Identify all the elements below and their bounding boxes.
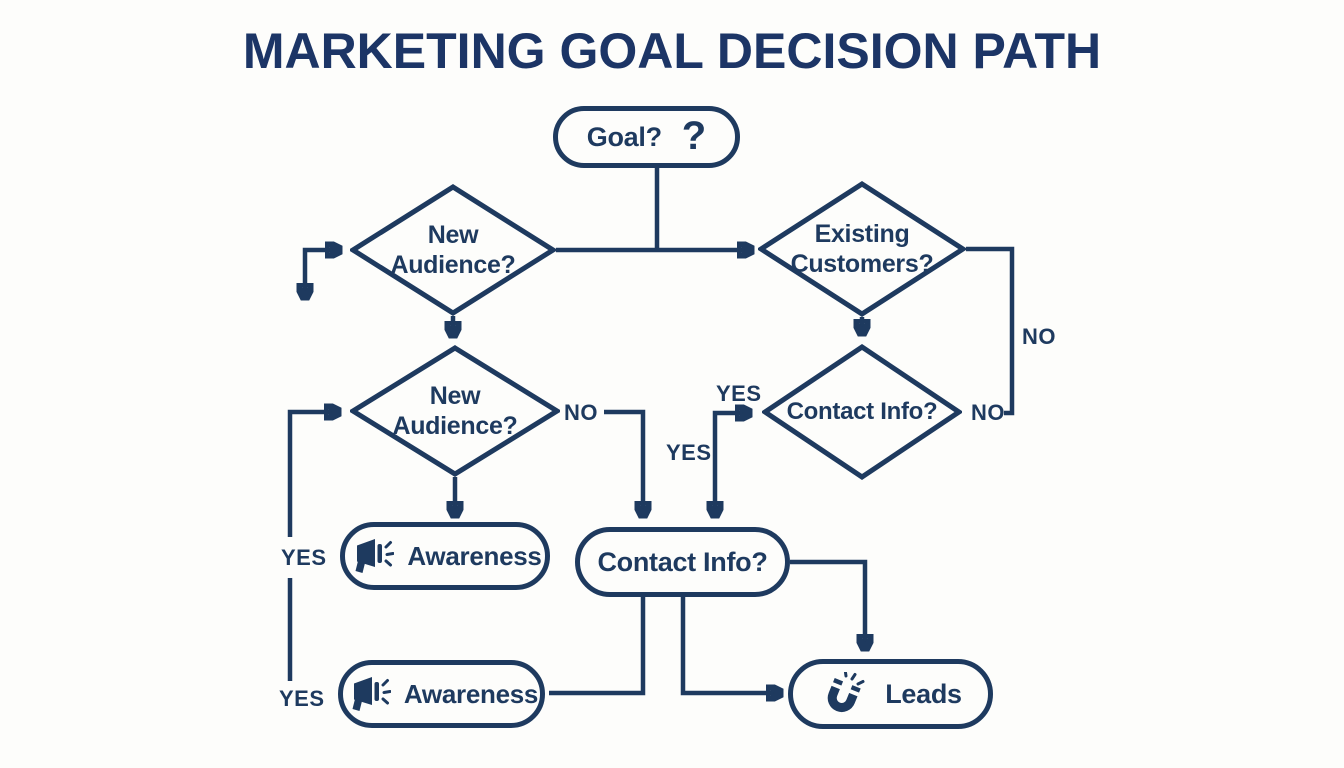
edge-contact-question-to-leads-top: [790, 559, 865, 647]
megaphone-icon: [345, 675, 391, 713]
edge-no-to-contact-question: [604, 409, 643, 514]
existing-customers-label: Existing Customers?: [790, 220, 934, 278]
contact-info-decision-node: Contact Info?: [762, 344, 962, 480]
diamond-shape: [758, 181, 966, 317]
edge-contact-question-to-awareness-bottom: [549, 597, 646, 696]
edge-label-yes-to-contact-decision: YES: [716, 381, 762, 406]
new-audience-top-node: New Audience?: [350, 184, 556, 316]
edge-left-rail-into-new-audience-mid: [287, 412, 337, 537]
new-audience-mid-node: New Audience?: [350, 345, 560, 477]
edge-no-right-rail: [966, 246, 1015, 416]
contact-info-question-node: Contact Info?: [575, 527, 790, 597]
leads-node: Leads: [788, 659, 993, 729]
diamond-shape: [350, 345, 560, 477]
awareness-top-label: Awareness: [407, 540, 542, 571]
edge-label-no-new-audience-mid: NO: [564, 400, 598, 425]
new-audience-top-label: New Audience?: [390, 221, 516, 279]
leads-label: Leads: [885, 678, 962, 709]
contact-info-question-label: Contact Info?: [597, 546, 768, 577]
awareness-bottom-node: Awareness: [338, 660, 545, 728]
edge-left-stub-new-audience-top: [305, 250, 338, 296]
awareness-top-node: Awareness: [340, 522, 550, 590]
page-title: MARKETING GOAL DECISION PATH: [242, 23, 1102, 79]
edge-label-yes-left-lower: YES: [279, 686, 325, 711]
megaphone-icon: [348, 537, 395, 575]
diamond-shape: [762, 344, 962, 480]
diamond-shape: [350, 184, 556, 316]
contact-info-decision-label: Contact Info?: [786, 397, 938, 425]
edge-contact-question-to-leads-left: [680, 597, 779, 693]
edge-label-yes-left-upper: YES: [281, 545, 327, 570]
new-audience-mid-label: New Audience?: [392, 382, 518, 440]
goal-label: Goal?: [586, 121, 662, 152]
edge-label-no-contact-decision: NO: [971, 400, 1005, 425]
magnet-icon: [819, 672, 869, 716]
awareness-bottom-label: Awareness: [403, 678, 539, 709]
question-mark-icon: ?: [681, 114, 707, 158]
goal-node: Goal? ?: [553, 106, 740, 168]
edge-label-yes-to-contact-question: YES: [666, 440, 712, 465]
existing-customers-node: Existing Customers?: [758, 181, 966, 317]
edge-yes-elbow-contact: [715, 413, 748, 514]
edge-label-no-right-rail: NO: [1022, 324, 1056, 349]
